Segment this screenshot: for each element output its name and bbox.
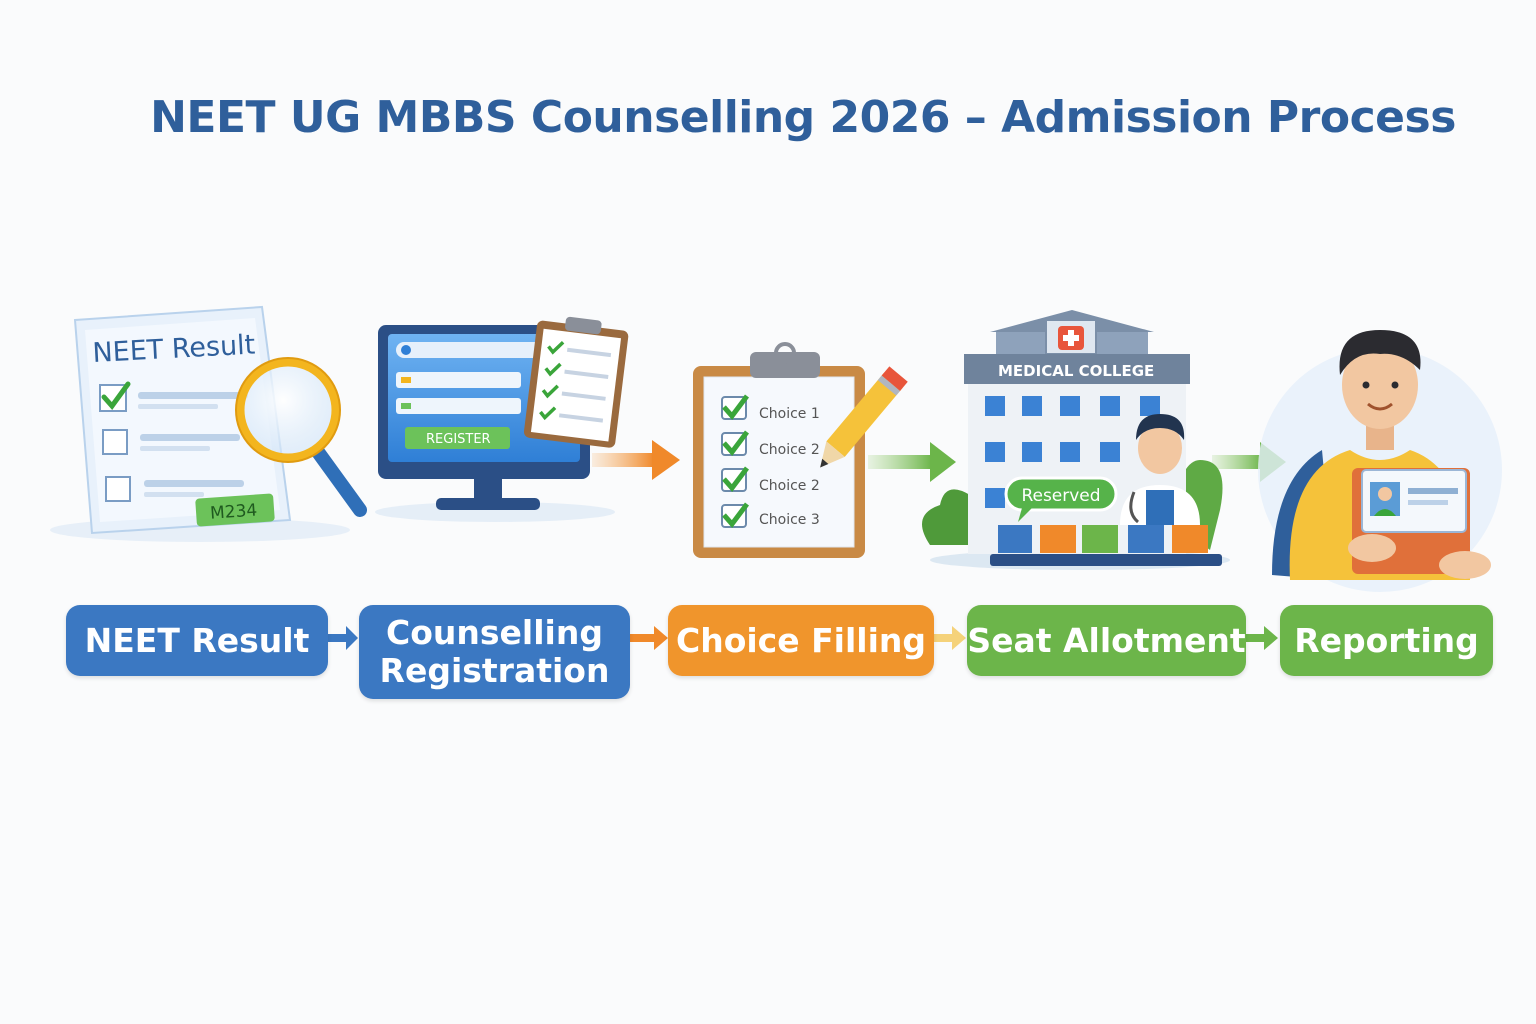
choice-label: Choice 3 <box>759 512 820 528</box>
check-icon <box>101 381 131 410</box>
choice-label: Choice 1 <box>759 406 820 422</box>
connector-arrow <box>630 626 668 650</box>
magnifier-icon <box>235 357 367 517</box>
step-label: Seat Allotment <box>967 620 1246 660</box>
id-card-icon <box>1348 468 1491 579</box>
step-label: Reporting <box>1294 620 1479 660</box>
reserved-label: Reserved <box>1021 486 1100 506</box>
doctor-avatar <box>1120 414 1200 525</box>
choice-clipboard-icon: Choice 1 Choice 2 Choice 2 Choice 3 <box>693 342 865 558</box>
connector-arrow <box>1246 626 1278 650</box>
step-choice-filling: Choice Filling <box>668 605 934 676</box>
result-document-icon: NEET Result M234 <box>50 305 350 542</box>
medical-college-icon: MEDICAL COLLEGE <box>922 310 1230 570</box>
register-label: REGISTER <box>426 432 491 447</box>
roll-number: M234 <box>210 500 258 523</box>
step-reporting: Reporting <box>1280 605 1493 676</box>
registration-clipboard-icon <box>523 316 629 448</box>
choice-label: Choice 2 <box>759 442 820 458</box>
step-neet-result: NEET Result <box>66 605 328 676</box>
step-label-line1: Counselling <box>386 613 603 652</box>
step-counselling-registration: Counselling Registration <box>359 605 630 699</box>
pencil-icon <box>820 366 908 468</box>
step-seat-allotment: Seat Allotment <box>967 605 1246 676</box>
step-label-line2: Registration <box>379 651 610 690</box>
choice-label: Choice 2 <box>759 478 820 494</box>
college-name: MEDICAL COLLEGE <box>998 362 1154 380</box>
reserved-badge: Reserved <box>1004 476 1118 522</box>
flow-arrow-icon <box>592 440 680 480</box>
page-title: NEET UG MBBS Counselling 2026 – Admissio… <box>150 92 1456 143</box>
flow-arrow-icon <box>868 442 956 482</box>
connector-arrow <box>934 626 966 650</box>
step-label: NEET Result <box>84 620 310 660</box>
connector-arrow <box>328 626 358 650</box>
step-label: Choice Filling <box>675 620 927 660</box>
